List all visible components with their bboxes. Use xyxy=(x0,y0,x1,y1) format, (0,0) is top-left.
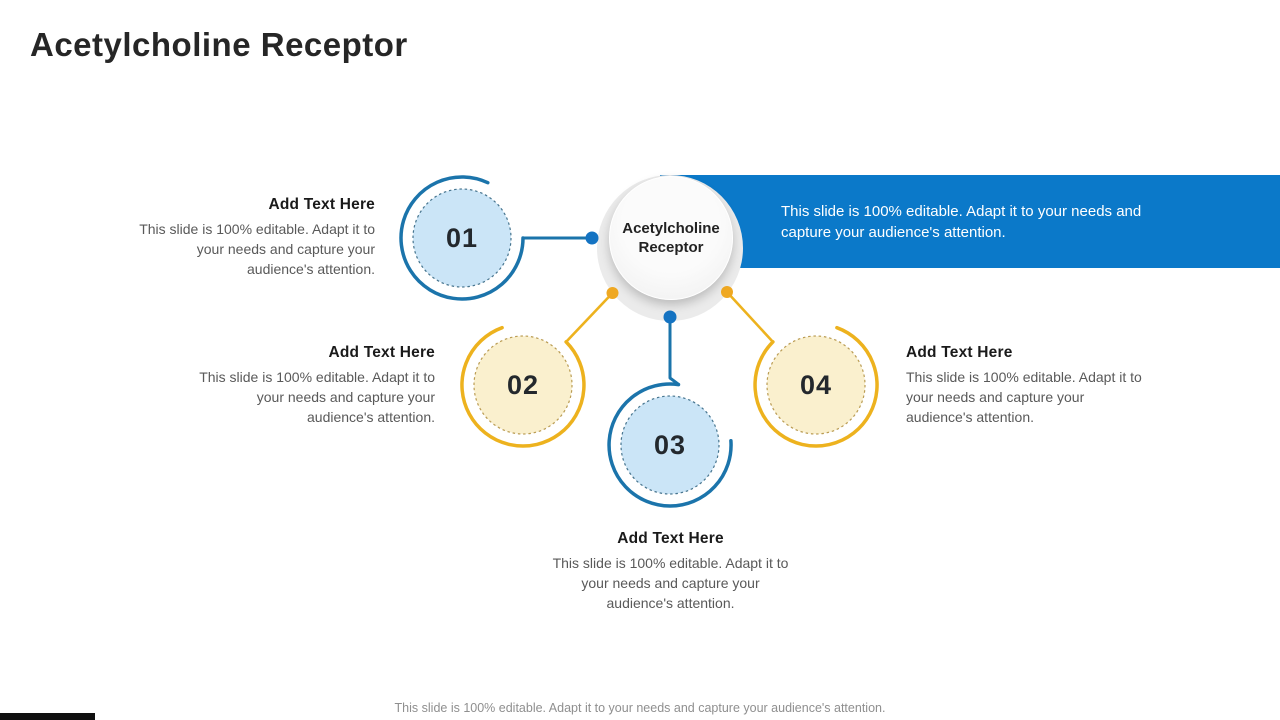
page-title[interactable]: Acetylcholine Receptor xyxy=(30,26,408,63)
step-circle-02[interactable] xyxy=(473,335,573,435)
dot-blue-bottom xyxy=(663,310,677,324)
banner-bar[interactable]: This slide is 100% editable. Adapt it to… xyxy=(660,175,1280,268)
text-block-04-heading: Add Text Here xyxy=(906,344,1013,361)
connector-line-03 xyxy=(668,317,680,386)
arc-03 xyxy=(607,382,733,508)
step-circle-03[interactable] xyxy=(620,395,720,495)
text-block-03-body: This slide is 100% editable. Adapt it to… xyxy=(552,555,789,611)
step-number-02: 02 xyxy=(507,370,539,400)
connector-line-04 xyxy=(726,291,774,343)
center-circle[interactable]: Acetylcholine Receptor xyxy=(609,176,733,300)
step-number-03: 03 xyxy=(654,430,686,460)
text-block-04[interactable]: Add Text Here This slide is 100% editabl… xyxy=(906,344,1146,427)
text-block-02-heading: Add Text Here xyxy=(328,344,435,361)
footer-note: This slide is 100% editable. Adapt it to… xyxy=(394,701,886,715)
dot-blue-left xyxy=(585,231,599,245)
step-number-04: 04 xyxy=(800,370,832,400)
text-block-02-body: This slide is 100% editable. Adapt it to… xyxy=(199,369,435,425)
text-block-02[interactable]: Add Text Here This slide is 100% editabl… xyxy=(190,344,435,427)
text-block-04-body: This slide is 100% editable. Adapt it to… xyxy=(906,369,1142,425)
center-circle-label: Acetylcholine Receptor xyxy=(622,220,720,256)
step-number-01: 01 xyxy=(446,223,478,253)
arc-04 xyxy=(753,325,879,448)
step-circle-01[interactable] xyxy=(412,188,512,288)
step-circle-04[interactable] xyxy=(766,335,866,435)
connector-line-02 xyxy=(565,292,614,343)
text-block-01[interactable]: Add Text Here This slide is 100% editabl… xyxy=(130,196,375,279)
arc-02 xyxy=(460,325,586,448)
dot-yellow-right xyxy=(721,286,733,298)
text-block-03[interactable]: Add Text Here This slide is 100% editabl… xyxy=(548,530,793,613)
dot-yellow-left xyxy=(606,287,619,299)
arc-01 xyxy=(399,175,525,301)
text-block-03-heading: Add Text Here xyxy=(617,530,724,547)
corner-accent-bar xyxy=(0,713,95,720)
text-block-01-body: This slide is 100% editable. Adapt it to… xyxy=(139,221,375,277)
banner-text: This slide is 100% editable. Adapt it to… xyxy=(781,202,1142,241)
text-block-01-heading: Add Text Here xyxy=(268,196,375,213)
